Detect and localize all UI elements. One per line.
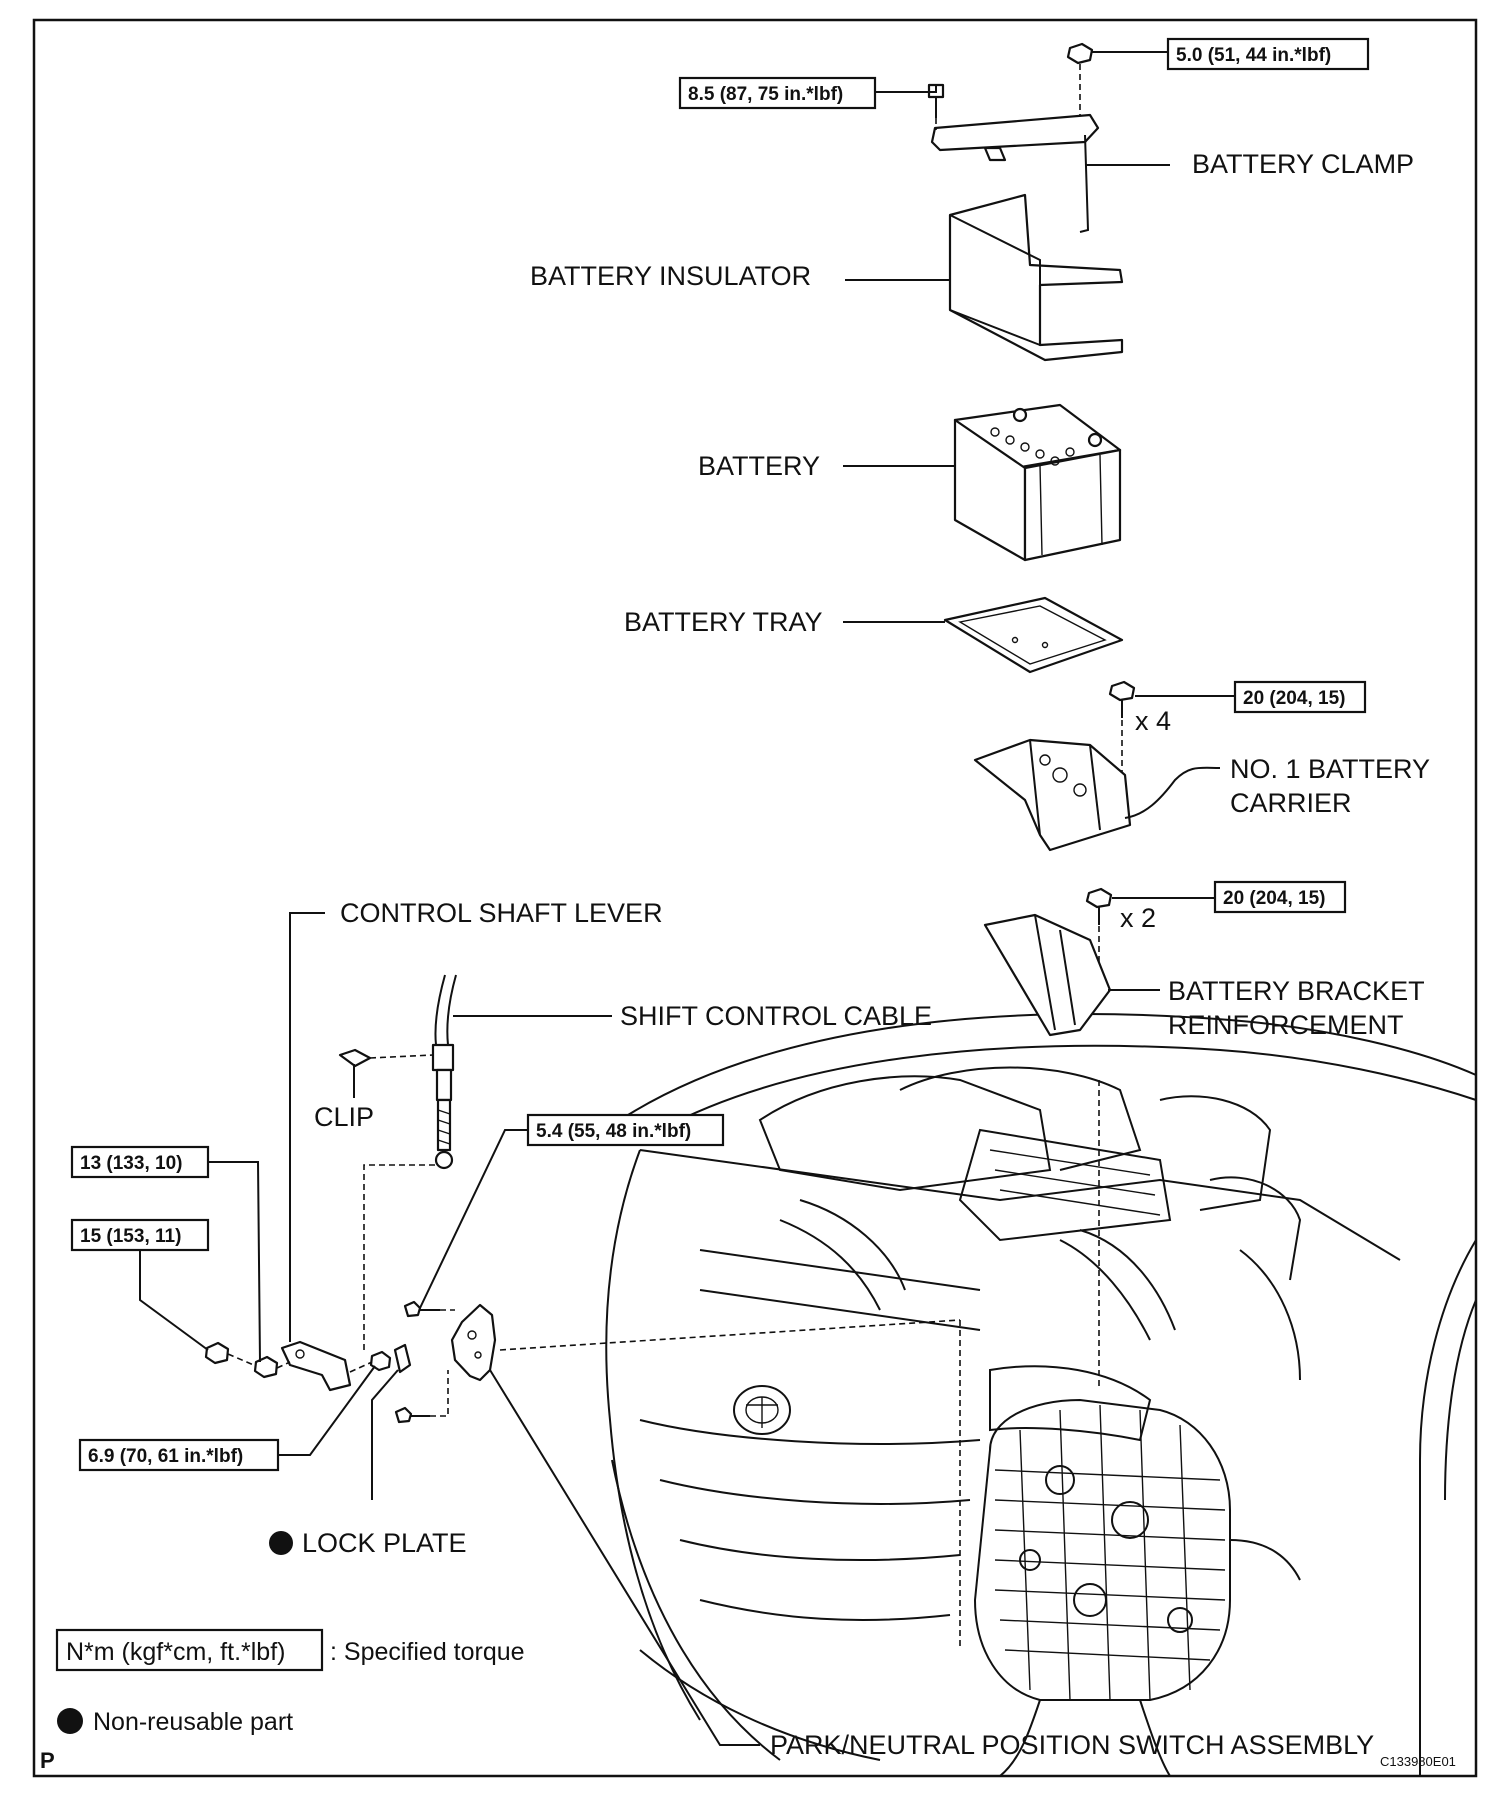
label-shift-control-cable: SHIFT CONTROL CABLE xyxy=(620,1001,932,1031)
label-pnp-switch: PARK/NEUTRAL POSITION SWITCH ASSEMBLY xyxy=(770,1730,1374,1760)
park-neutral-position-switch xyxy=(450,1303,497,1382)
torque-box-lever-nut-a: 13 (133, 10) xyxy=(70,1145,210,1179)
lock-nut-icon xyxy=(369,1350,392,1372)
svg-text:15 (153, 11): 15 (153, 11) xyxy=(80,1226,181,1247)
torque-box-clamp-nut: 5.0 (51, 44 in.*lbf) xyxy=(1166,37,1370,71)
switch-bolt-icon xyxy=(394,1300,440,1424)
legend-torque-box: N*m (kgf*cm, ft.*lbf) xyxy=(66,1638,285,1666)
clamp-nut-icon xyxy=(1066,42,1094,65)
label-bracket-reinforcement-line1: BATTERY BRACKET xyxy=(1168,976,1425,1006)
label-bracket-reinforcement-line2: REINFORCEMENT xyxy=(1168,1010,1404,1040)
control-shaft-lever xyxy=(280,1340,352,1392)
corner-mark: P xyxy=(40,1748,55,1773)
label-control-shaft-lever: CONTROL SHAFT LEVER xyxy=(340,898,663,928)
leader-lines xyxy=(139,51,1235,1746)
shift-control-cable xyxy=(431,974,457,1170)
legend-torque-text: : Specified torque xyxy=(330,1638,525,1666)
svg-text:20 (204, 15): 20 (204, 15) xyxy=(1223,888,1325,909)
label-lock-plate: LOCK PLATE xyxy=(302,1528,467,1558)
vehicle-engine-bay-illustration xyxy=(605,1013,1477,1777)
lever-nut-icon xyxy=(204,1341,279,1379)
qty-carrier-bolts: x 4 xyxy=(1135,706,1171,736)
legend-nonreusable-text: Non-reusable part xyxy=(93,1708,293,1736)
torque-box-lever-nut-b: 15 (153, 11) xyxy=(70,1218,210,1252)
battery-clamp xyxy=(930,113,1100,233)
label-battery-clamp: BATTERY CLAMP xyxy=(1192,149,1414,179)
battery-insulator xyxy=(948,193,1124,362)
torque-box-lock-nut: 6.9 (70, 61 in.*lbf) xyxy=(78,1438,280,1472)
qty-bracket-bolts: x 2 xyxy=(1120,903,1156,933)
battery xyxy=(953,403,1122,562)
label-battery-tray: BATTERY TRAY xyxy=(624,607,823,637)
torque-box-clamp-bolt: 8.5 (87, 75 in.*lbf) xyxy=(678,76,877,110)
figure-code: C133980E01 xyxy=(1380,1754,1456,1769)
legend-specified-torque: N*m (kgf*cm, ft.*lbf) : Specified torque xyxy=(55,1628,525,1672)
torque-box-carrier-bolt: 20 (204, 15) xyxy=(1233,680,1367,714)
legend-non-reusable: Non-reusable part xyxy=(57,1708,293,1736)
no1-battery-carrier xyxy=(973,738,1132,852)
svg-text:5.4 (55, 48 in.*lbf): 5.4 (55, 48 in.*lbf) xyxy=(536,1121,691,1142)
svg-text:20 (204, 15): 20 (204, 15) xyxy=(1243,688,1345,709)
battery-tray xyxy=(943,596,1124,674)
lock-plate-icon xyxy=(393,1343,412,1374)
carrier-bolt-icon xyxy=(1108,680,1136,718)
label-battery-insulator: BATTERY INSULATOR xyxy=(530,261,811,291)
svg-text:8.5 (87, 75 in.*lbf): 8.5 (87, 75 in.*lbf) xyxy=(688,84,843,105)
svg-text:5.0 (51, 44 in.*lbf): 5.0 (51, 44 in.*lbf) xyxy=(1176,45,1331,66)
label-clip: CLIP xyxy=(314,1102,374,1132)
nonreusable-dot-icon xyxy=(269,1531,293,1555)
bracket-bolt-icon xyxy=(1085,887,1113,925)
label-battery-carrier-line2: CARRIER xyxy=(1230,788,1352,818)
torque-box-bracket-bolt: 20 (204, 15) xyxy=(1213,880,1347,914)
nonreusable-legend-dot-icon xyxy=(57,1708,83,1734)
label-battery-carrier-line1: NO. 1 BATTERY xyxy=(1230,754,1430,784)
svg-text:6.9 (70, 61 in.*lbf): 6.9 (70, 61 in.*lbf) xyxy=(88,1446,243,1467)
torque-box-switch-bolt: 5.4 (55, 48 in.*lbf) xyxy=(526,1113,725,1147)
label-battery: BATTERY xyxy=(698,451,820,481)
svg-text:13 (133, 10): 13 (133, 10) xyxy=(80,1153,182,1174)
